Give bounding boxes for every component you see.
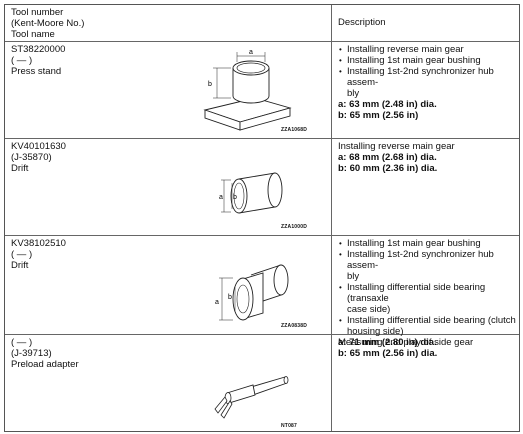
tool-name: Press stand: [11, 66, 62, 77]
image-code: ZZA0838D: [281, 323, 308, 329]
kent-moore-number: (J-39713): [11, 348, 52, 359]
description-continuation: case side): [347, 304, 391, 315]
tool-number: ST38220000: [11, 44, 66, 55]
row-1-description: Installing reverse main gear Installing …: [338, 44, 516, 121]
header-tool-number: Tool number: [11, 7, 64, 18]
row-3-description: Installing 1st main gear bushing Install…: [338, 238, 516, 359]
row-4-description: Measuring end play of side gear: [338, 337, 516, 348]
preload-adapter-illustration: [214, 376, 289, 419]
dimension-label-a: a: [249, 49, 253, 56]
drift-illustration: a b: [219, 172, 283, 214]
image-code: NT087: [281, 423, 298, 429]
kent-moore-number: ( — ): [11, 55, 33, 66]
description-continuation: bly: [347, 271, 360, 282]
tool-name: Drift: [11, 163, 29, 174]
description-text: Installing reverse main gear: [338, 141, 455, 152]
dimension-label-b: b: [208, 81, 212, 88]
header-tool-column: Tool number (Kent-Moore No.) Tool name: [11, 7, 327, 40]
row-divider: [5, 334, 519, 335]
description-continuation: bly: [347, 88, 360, 99]
dimension-a: a: 68 mm (2.68 in) dia.: [338, 152, 437, 163]
description-item: Installing 1st main gear bushing: [338, 55, 516, 66]
image-code: ZZA1000D: [281, 224, 308, 230]
row-divider: [5, 138, 519, 139]
tool-name: Drift: [11, 260, 29, 271]
row-1-tool: ST38220000 ( — ) Press stand: [11, 44, 327, 77]
description-text: Measuring end play of side gear: [338, 337, 474, 348]
image-code: ZZA1068D: [281, 127, 308, 133]
header-divider: [5, 41, 519, 42]
row-2-description: Installing reverse main gear a: 68 mm (2…: [338, 141, 516, 174]
dimension-b: b: 65 mm (2.56 in) dia.: [338, 348, 438, 359]
column-divider: [331, 5, 332, 431]
kent-moore-number: ( — ): [11, 249, 33, 260]
row-2-tool: KV40101630 (J-35870) Drift: [11, 141, 327, 174]
dimension-label-b: b: [228, 294, 232, 301]
press-stand-illustration: a b: [203, 49, 292, 131]
dimension-label-a: a: [215, 299, 219, 306]
special-tools-table: Tool number (Kent-Moore No.) Tool name D…: [4, 4, 520, 432]
row-4-tool: ( — ) (J-39713) Preload adapter: [11, 337, 327, 370]
row-divider: [5, 235, 519, 236]
tool-number: KV40101630: [11, 141, 66, 152]
dimension-a: a: 63 mm (2.48 in) dia.: [338, 99, 437, 110]
tool-name: Preload adapter: [11, 359, 79, 370]
description-item: Installing differential side bearing (cl…: [338, 315, 516, 326]
description-item: Installing 1st main gear bushing: [338, 238, 516, 249]
description-continuation: housing side): [347, 326, 404, 337]
description-item: Installing 1st-2nd synchronizer hub asse…: [338, 66, 516, 88]
kent-moore-number: (J-35870): [11, 152, 52, 163]
dimension-b: b: 65 mm (2.56 in): [338, 110, 419, 121]
row-3-tool: KV38102510 ( — ) Drift: [11, 238, 327, 271]
dimension-label-b: b: [233, 194, 237, 201]
description-item: Installing differential side bearing (tr…: [338, 282, 516, 304]
header-description: Description: [338, 17, 386, 28]
tool-number: KV38102510: [11, 238, 66, 249]
dimension-a: a: 71 mm (2.80 in) dia.: [338, 337, 437, 348]
dimension-label-a: a: [219, 194, 223, 201]
description-item: Installing 1st-2nd synchronizer hub asse…: [338, 249, 516, 271]
header-kent-moore-number: (Kent-Moore No.): [11, 18, 85, 29]
tool-number: ( — ): [11, 337, 33, 348]
dimension-b: b: 60 mm (2.36 in) dia.: [338, 163, 438, 174]
header-tool-name: Tool name: [11, 29, 55, 40]
drift-illustration: a b: [215, 264, 289, 321]
description-item: Installing reverse main gear: [338, 44, 516, 55]
